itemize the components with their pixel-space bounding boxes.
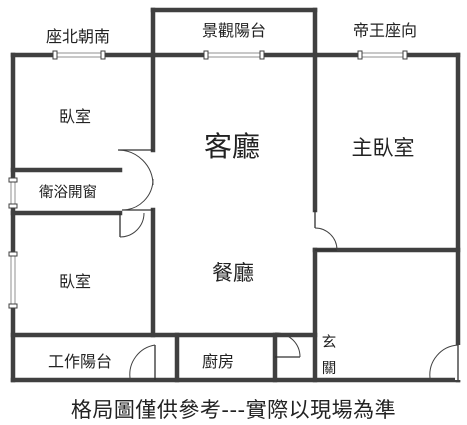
room-label-bedroom-lower: 臥室 — [59, 272, 91, 291]
door-master-bedroom — [314, 210, 338, 251]
window-top-right — [357, 50, 408, 60]
room-label-dining-room: 餐廳 — [212, 261, 254, 285]
window-bathroom — [8, 177, 18, 209]
room-label-bathroom: 衛浴開窗 — [39, 183, 97, 201]
orientation-label-north-south: 座北朝南 — [46, 27, 110, 46]
door-kitchen — [274, 332, 301, 358]
room-label-master-bedroom: 主臥室 — [352, 136, 415, 160]
room-label-bedroom-upper: 臥室 — [59, 107, 91, 126]
door-service-balcony — [129, 344, 156, 380]
door-bathroom — [119, 212, 145, 238]
door-bedroom-upper — [117, 149, 154, 186]
exterior-walls — [10, 7, 461, 383]
room-label-entrance-top: 玄 — [322, 334, 337, 351]
disclaimer-caption: 格局圖僅供參考---實際以現場為準 — [70, 398, 397, 422]
room-label-entrance-bottom: 關 — [322, 361, 337, 377]
interior-walls — [10, 52, 461, 383]
window-top-center — [203, 50, 265, 60]
orientation-label-imperial: 帝王座向 — [353, 21, 417, 40]
door-bedroom-lower — [121, 178, 154, 211]
window-bedroom-lower — [8, 251, 18, 309]
room-label-kitchen: 廚房 — [202, 352, 234, 371]
door-entrance — [429, 344, 461, 380]
room-label-living-room: 客廳 — [204, 130, 260, 163]
scenic-balcony-label: 景觀陽台 — [202, 21, 266, 40]
room-label-service-balcony: 工作陽台 — [48, 352, 112, 371]
window-top-left — [52, 50, 106, 60]
